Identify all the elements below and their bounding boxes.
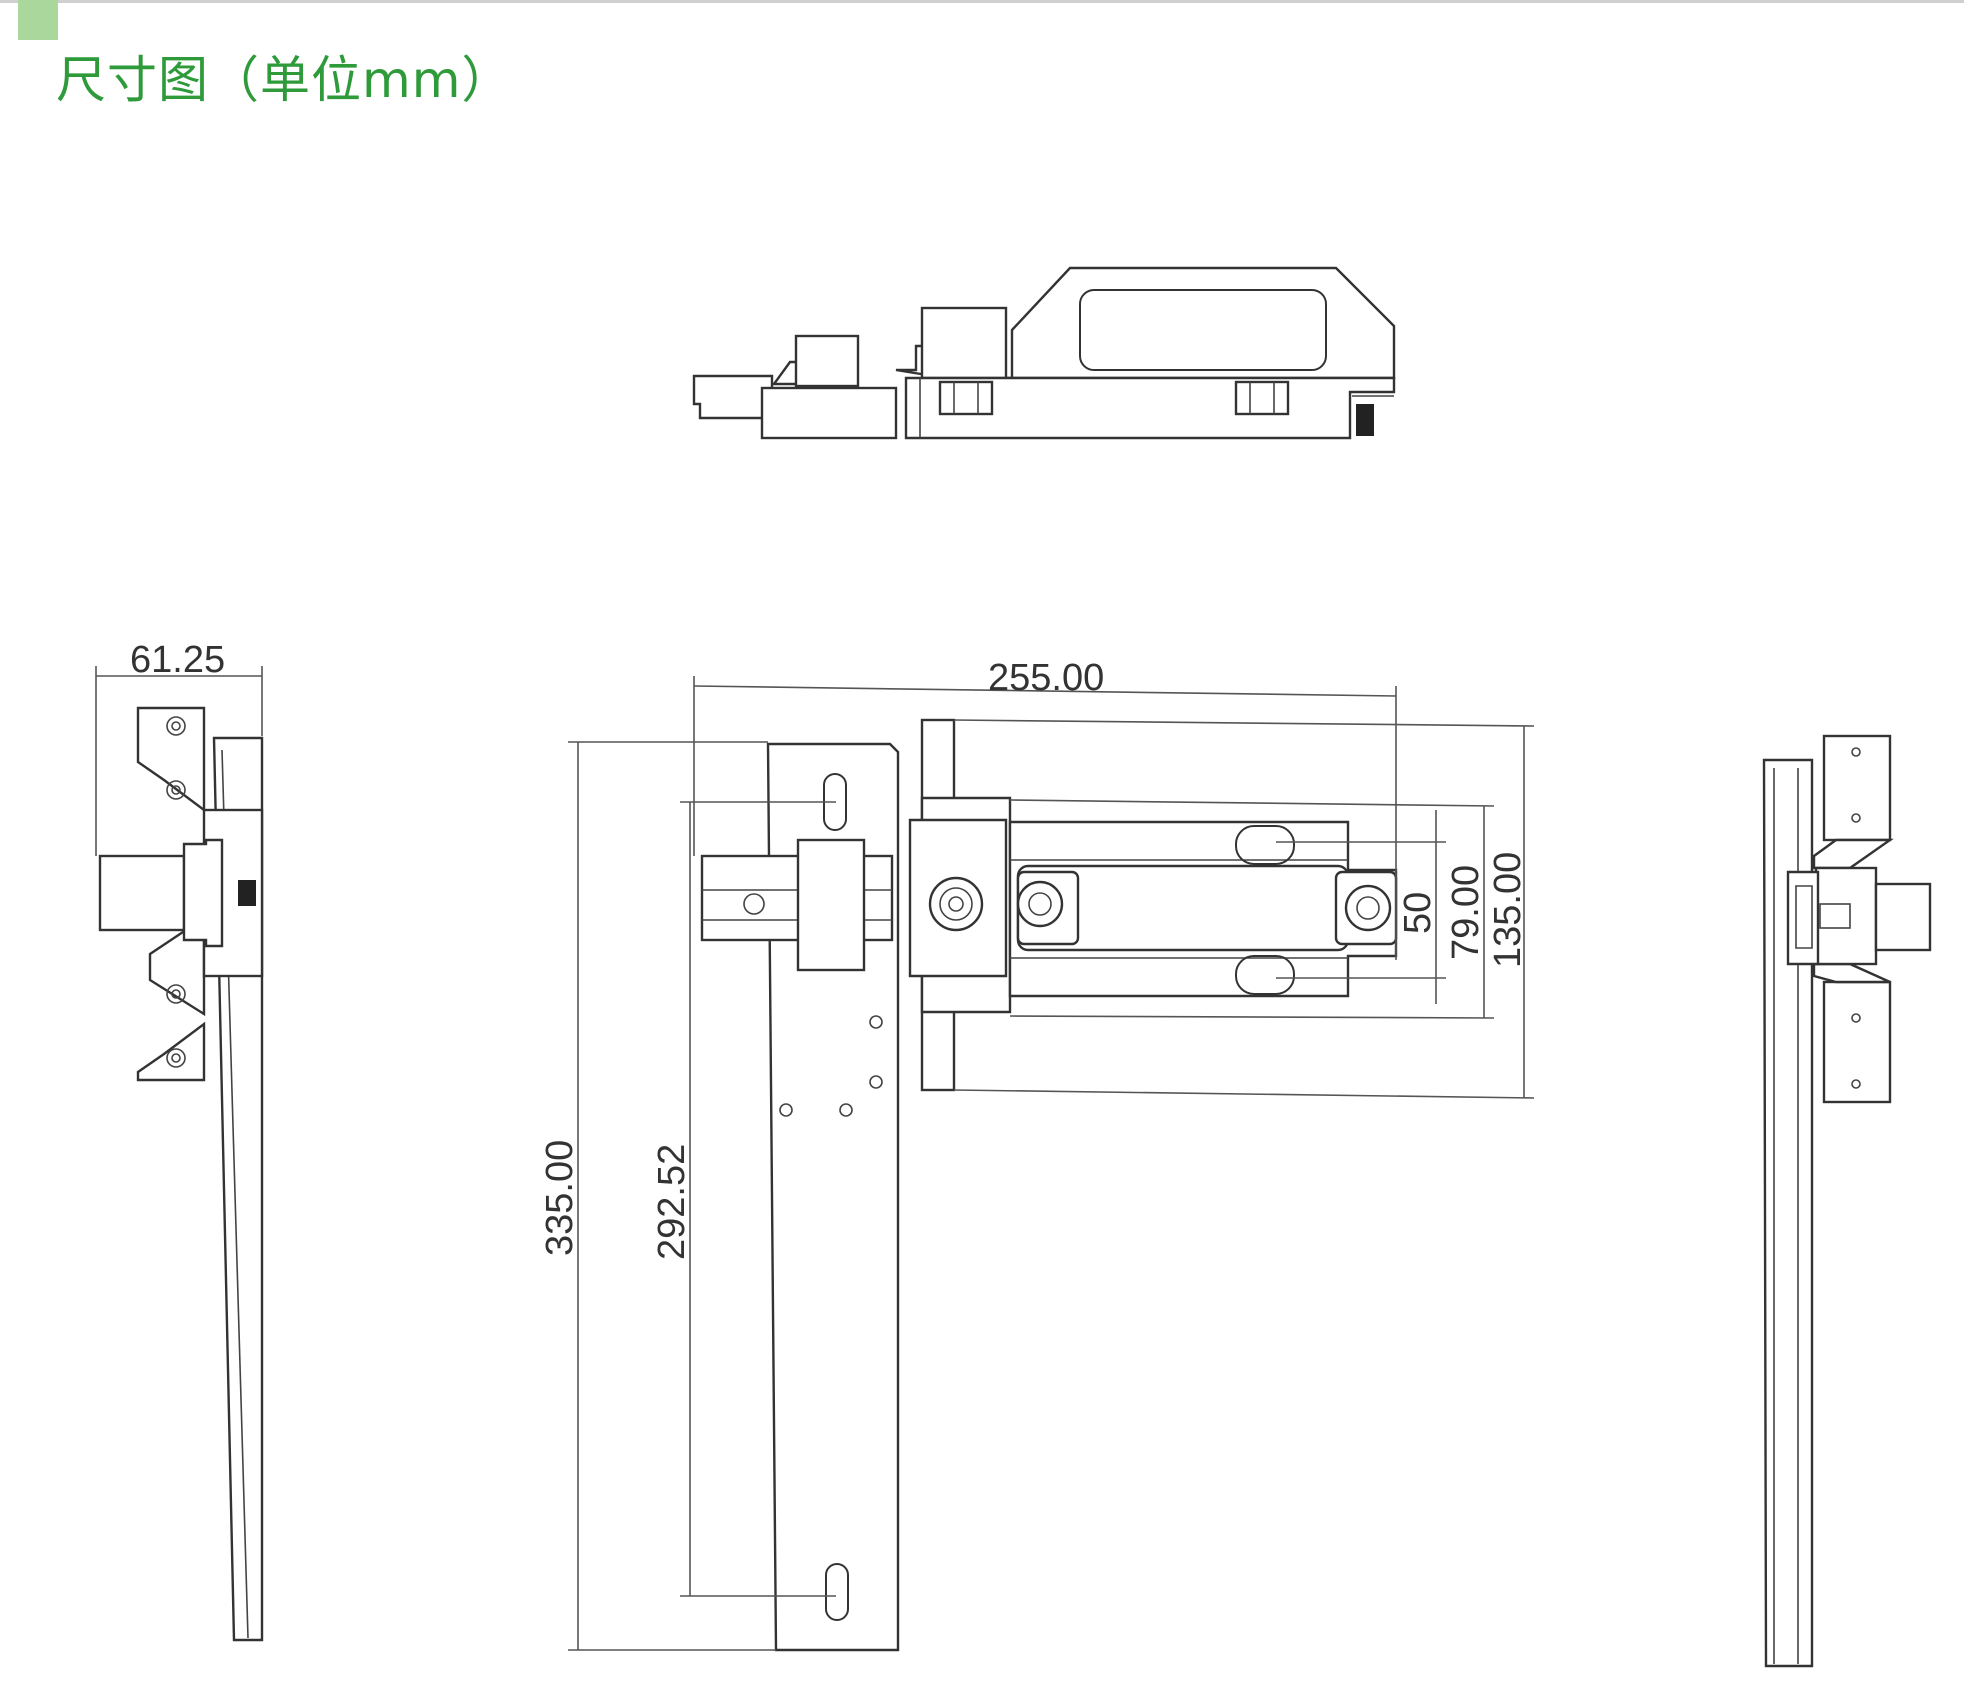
front-view: 255.00 335.00 292.52 50 79.00 135.00 [539, 657, 1535, 1652]
dim-label-255: 255.00 [988, 657, 1104, 699]
dim-line-255 [693, 685, 1397, 697]
dim-label-135: 135.00 [1487, 852, 1529, 968]
dim-label-335: 335.00 [539, 1140, 581, 1256]
dim-label-50: 50 [1397, 892, 1439, 934]
dim-label-292-52: 292.52 [651, 1144, 693, 1260]
top-divider [0, 0, 1964, 3]
right-side-view [1762, 734, 1932, 1668]
title-accent-block [18, 0, 58, 40]
top-view [692, 266, 1396, 440]
dim-label-61-25: 61.25 [130, 639, 225, 681]
page-title: 尺寸图（单位mm） [56, 51, 513, 109]
left-side-view: 61.25 [95, 639, 264, 1642]
dim-label-79: 79.00 [1445, 865, 1487, 960]
